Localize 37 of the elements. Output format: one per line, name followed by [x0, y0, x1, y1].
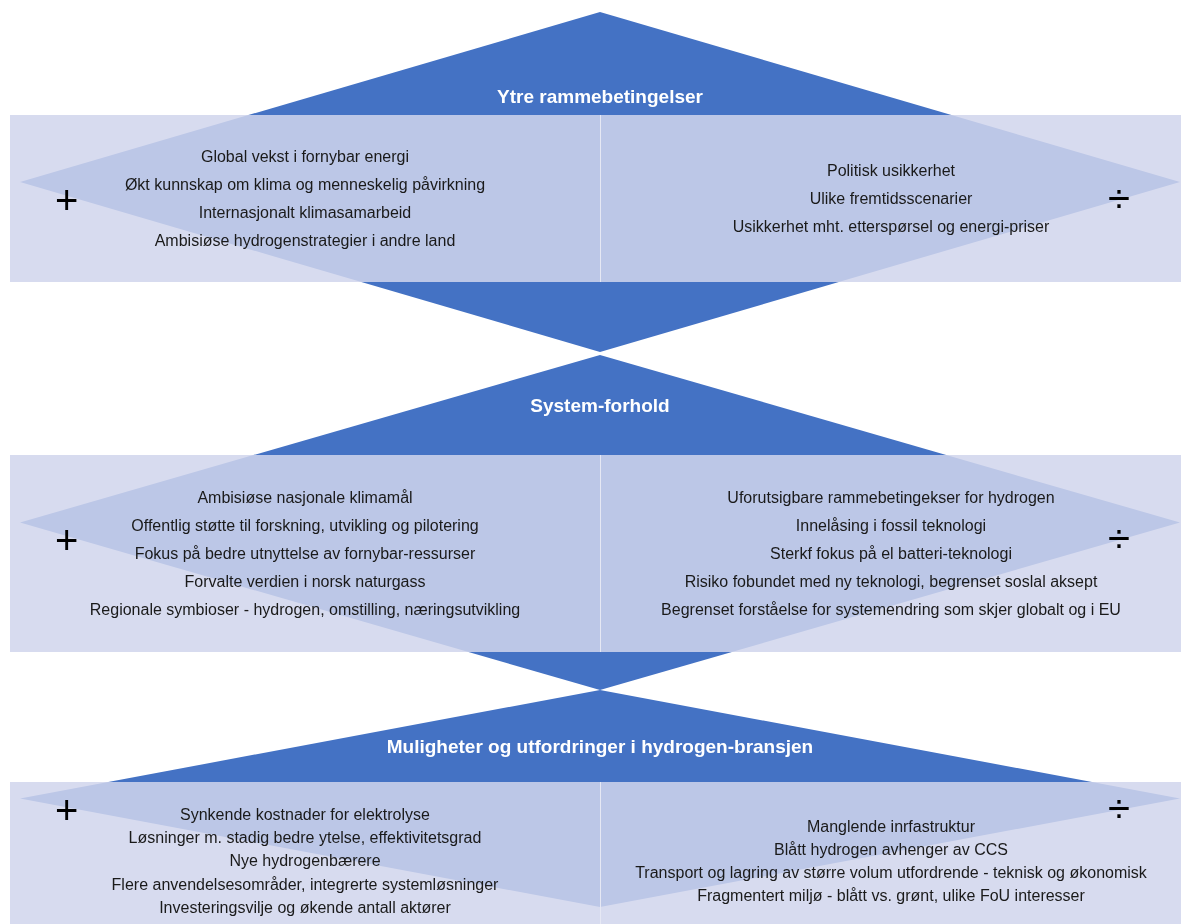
section-heading: Muligheter og utfordringer i hydrogen-bransjen — [386, 736, 814, 758]
item-text: Ambisiøse hydrogenstrategier i andre land — [154, 231, 456, 251]
item-text: Internasjonalt klimasamarbeid — [198, 203, 412, 223]
item-text: Fragmentert miljø - blått vs. grønt, ulike FoU interesser — [697, 886, 1085, 906]
item-text: Sterkf fokus på el batteri-teknologi — [770, 543, 1012, 564]
item-text: Global vekst i fornybar energi — [200, 146, 410, 166]
division-sign: ÷ — [1108, 788, 1130, 828]
plus-sign: + — [55, 520, 79, 560]
item-text: Investeringsvilje og økende antall aktører — [159, 897, 451, 917]
item-text: Fokus på bedre utnyttelse av fornybar-ressurser — [134, 543, 476, 564]
item-text: Politisk usikkerhet — [826, 160, 955, 180]
section-heading: System-forhold — [530, 395, 670, 417]
division-sign: ÷ — [1108, 178, 1130, 218]
item-text: Synkende kostnader for elektrolyse — [180, 805, 430, 825]
item-text: Transport og lagring av større volum utfordrende - teknisk og økonomisk — [635, 863, 1147, 883]
item-text: Begrenset forståelse for systemendring som skjer globalt og i EU — [661, 600, 1121, 620]
text-panel — [601, 782, 1181, 924]
item-text: Forvalte verdien i norsk naturgass — [184, 572, 426, 592]
item-text: Blått hydrogen avhenger av CCS — [774, 839, 1008, 859]
item-text: Løsninger m. stadig bedre ytelse, effektivitetsgrad — [128, 828, 482, 848]
item-text: Risiko fobundet med ny teknologi, begrenset soslal aksept — [684, 572, 1098, 592]
item-text: Regionale symbioser - hydrogen, omstilling, næringsutvikling — [89, 600, 521, 620]
item-text: Flere anvendelsesområder, integrerte systemløsninger — [111, 874, 499, 894]
item-text: Ambisiøse nasjonale klimamål — [197, 487, 413, 507]
item-text: Økt kunnskap om klima og menneskelig påvirkning — [124, 174, 486, 194]
item-text: Manglende inrfastruktur — [806, 816, 976, 836]
item-text: Ulike fremtidsscenarier — [809, 188, 973, 209]
item-text: Usikkerhet mht. etterspørsel og energi-priser — [732, 217, 1050, 237]
plus-sign: + — [55, 180, 79, 220]
division-sign: ÷ — [1108, 518, 1130, 558]
item-text: Uforutsigbare rammebetingekser for hydrogen — [727, 487, 1055, 507]
item-text: Innelåsing i fossil teknologi — [795, 515, 987, 535]
plus-sign: + — [55, 790, 79, 830]
section-heading: Ytre rammebetingelser — [497, 86, 703, 108]
item-text: Offentlig støtte til forskning, utvikling og pilotering — [131, 515, 479, 535]
item-text: Nye hydrogenbærere — [229, 851, 381, 871]
text-panel — [10, 782, 601, 924]
